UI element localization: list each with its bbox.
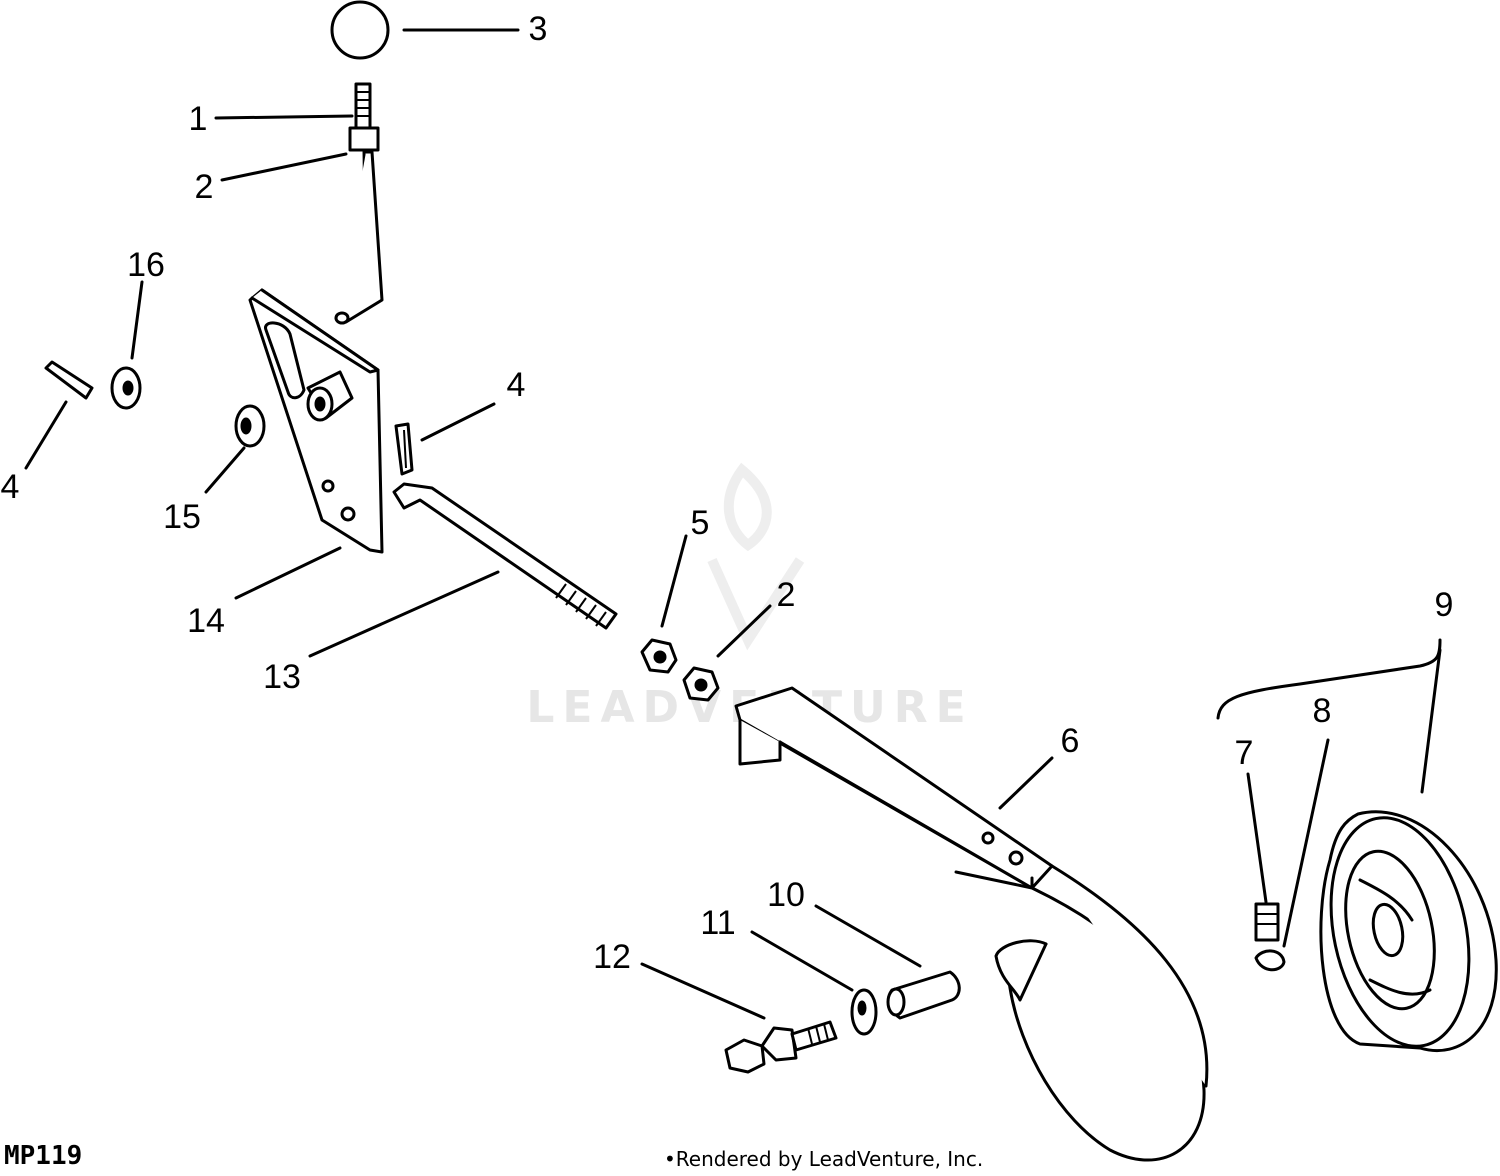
- part-cotter-pin-left: [44, 360, 94, 400]
- leader-lines: [24, 28, 1442, 1020]
- callout-12: 12: [593, 938, 631, 976]
- callout-3: 3: [529, 10, 548, 48]
- part-nut-5: [640, 638, 678, 674]
- callout-2-lower: 2: [777, 576, 796, 614]
- callout-14: 14: [187, 602, 225, 640]
- part-nut-2: [682, 666, 720, 702]
- part-spacer: [886, 970, 961, 1020]
- part-adjusting-rod: [392, 482, 618, 630]
- part-cotter-pin-right: [394, 422, 414, 476]
- part-brake-drum: [1319, 810, 1498, 1053]
- callout-4-right: 4: [507, 366, 526, 404]
- part-shoulder-bolt: [724, 1020, 838, 1074]
- callout-labels: 1 2 3 16 4 15 4 14 13 5 2 9 8 7 6 10 11 …: [1, 10, 1454, 976]
- part-washer-15: [234, 404, 266, 448]
- callout-1: 1: [189, 100, 208, 138]
- callout-4-left: 4: [1, 468, 20, 506]
- callout-15: 15: [163, 498, 201, 536]
- callout-11: 11: [700, 904, 735, 942]
- part-washer-11: [850, 988, 878, 1036]
- part-mounting-plate: [248, 288, 384, 554]
- callout-2-upper: 2: [195, 168, 214, 206]
- callout-16: 16: [127, 246, 165, 284]
- part-washer-16: [110, 366, 142, 410]
- callout-6: 6: [1061, 722, 1080, 760]
- part-knob-cap: [330, 0, 390, 60]
- callout-5: 5: [691, 504, 710, 542]
- part-control-rod: [334, 82, 384, 325]
- callout-9: 9: [1435, 586, 1454, 624]
- callout-8: 8: [1313, 692, 1332, 730]
- render-credit: •Rendered by LeadVenture, Inc.: [664, 1147, 983, 1171]
- part-fitting-cap: [1254, 949, 1286, 972]
- part-grease-fitting: [1254, 902, 1280, 942]
- callout-7: 7: [1235, 734, 1254, 772]
- callout-10: 10: [767, 876, 805, 914]
- figure-code: MP119: [4, 1141, 82, 1171]
- part-brake-band: [734, 686, 1209, 1162]
- callout-13: 13: [263, 658, 301, 696]
